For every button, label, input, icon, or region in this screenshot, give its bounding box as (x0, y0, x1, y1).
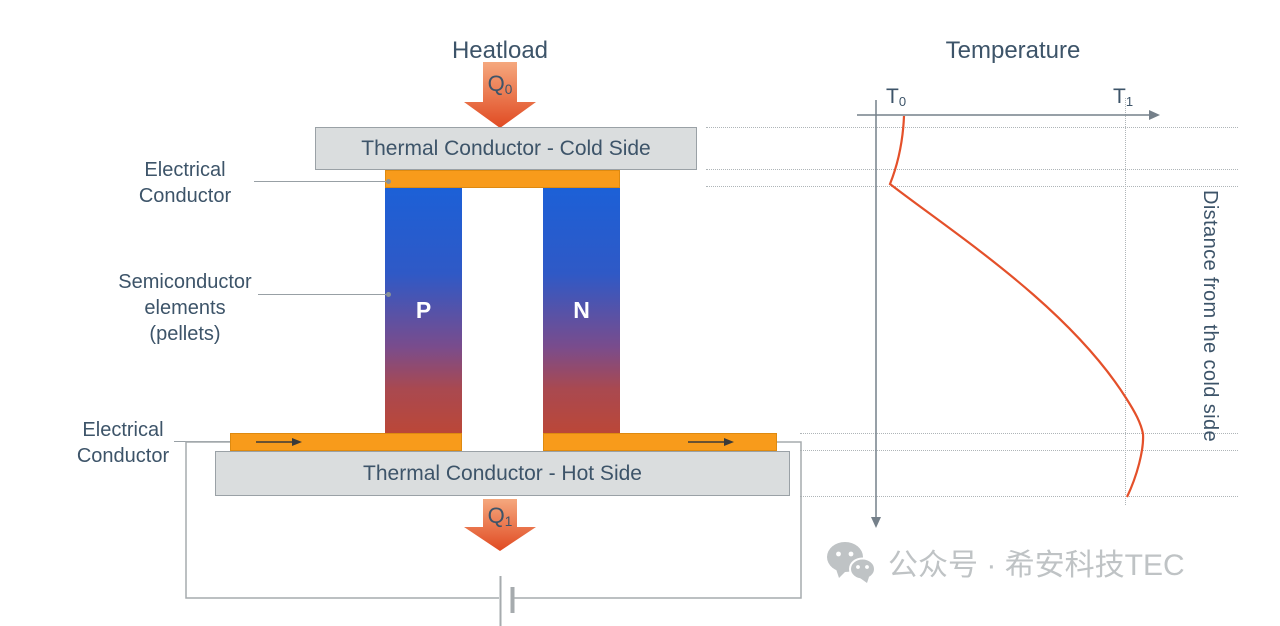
leader-line-semiconductor (258, 294, 386, 295)
heat-in-arrow-icon (464, 62, 536, 128)
leader-line-electrical-top (254, 181, 386, 182)
electrical-conductor-bottom-label: Electrical Conductor (76, 419, 170, 467)
wechat-icon (827, 542, 876, 583)
pellet-p-label: P (415, 297, 432, 323)
ref-line-hot-plate-bottom (800, 496, 1238, 497)
temperature-axis-arrowhead-icon (1149, 110, 1160, 120)
t0-tick-label: T0 (886, 85, 907, 109)
heat-in-arrow-shape (464, 62, 536, 128)
ref-line-cold-conductor-top (706, 169, 1238, 170)
watermark: 公众号 · 希安科技TEC (826, 540, 1185, 584)
hot-side-plate: Thermal Conductor - Hot Side (215, 451, 790, 496)
semiconductor-elements-label: Semiconductor elements (pellets) (118, 271, 252, 345)
q1-label: Q1 (487, 503, 513, 529)
leader-line-electrical-bottom (174, 441, 230, 442)
current-direction-arrow-left-icon (256, 438, 302, 446)
pellet-p: P (385, 188, 462, 433)
leader-dot-electrical-top (386, 179, 391, 184)
temperature-profile-curve (888, 115, 1145, 498)
distance-axis-arrowhead-icon (871, 517, 881, 528)
cold-side-plate-label: Thermal Conductor - Cold Side (361, 136, 651, 160)
leader-dot-semiconductor (386, 292, 391, 297)
heatload-label: Heatload (451, 37, 549, 64)
electrical-conductor-top-strip (385, 170, 620, 188)
cold-side-plate: Thermal Conductor - Cold Side (315, 127, 697, 170)
electrical-conductor-bottom-right-strip (543, 433, 777, 451)
pellet-n-label: N (573, 297, 590, 323)
ref-line-cold-plate-top (706, 127, 1238, 128)
distance-axis-label: Distance from the cold side (1199, 190, 1221, 443)
current-direction-arrow-right-icon (688, 438, 734, 446)
ref-line-t1-vertical (1125, 98, 1126, 505)
q0-label: Q0 (487, 71, 513, 97)
watermark-text: 公众号 · 希安科技TEC (888, 549, 1185, 582)
electrical-conductor-top-label: Electrical Conductor (138, 159, 232, 207)
ref-line-hot-plate-top (800, 450, 1238, 451)
temperature-plot-title: Temperature (945, 37, 1081, 64)
ref-line-cold-junction (706, 186, 1238, 187)
ref-line-hot-junction (800, 433, 1238, 434)
pellet-n: N (543, 188, 620, 433)
t1-tick-label: T1 (1113, 85, 1134, 109)
hot-side-plate-label: Thermal Conductor - Hot Side (363, 461, 642, 485)
